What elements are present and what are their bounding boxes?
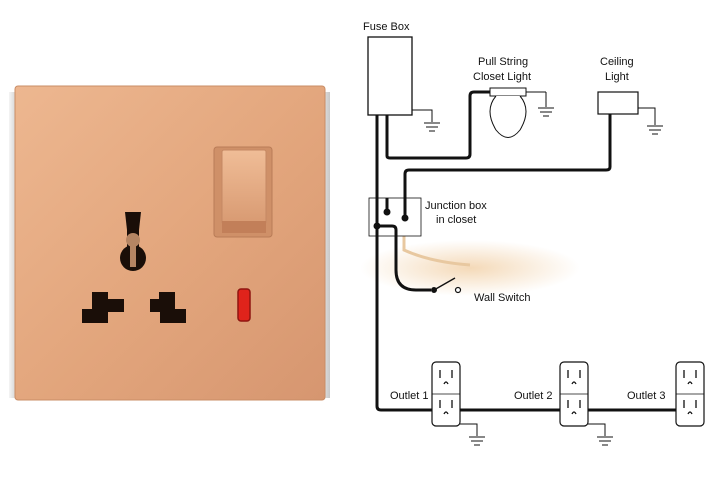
highlight-wire (402, 228, 471, 267)
socket-plate (14, 85, 326, 401)
socket-earth-slot (120, 212, 146, 271)
label-pull-string-1: Pull String (478, 56, 528, 68)
label-junction-2: in closet (436, 214, 476, 226)
socket-right-hole (150, 292, 186, 323)
diagram-labels: Fuse Box Pull String Closet Light Ceilin… (363, 21, 666, 402)
wire-to-pull-light (385, 90, 492, 160)
label-outlet-3: Outlet 3 (627, 390, 666, 402)
label-wall-switch: Wall Switch (474, 292, 530, 304)
label-ceiling-2: Light (605, 71, 629, 83)
fuse-ground-symbol (412, 109, 440, 132)
outlet-2 (559, 361, 613, 446)
wire-to-ceiling-light (403, 114, 612, 218)
socket-left-hole (82, 292, 124, 323)
ceiling-light (597, 91, 639, 115)
label-junction-1: Junction box (425, 200, 487, 212)
label-outlet-2: Outlet 2 (514, 390, 553, 402)
wire-highlight (360, 240, 580, 296)
rocker-switch[interactable] (213, 146, 273, 238)
outlet-3 (675, 361, 705, 427)
wire-main-trunk (375, 115, 692, 412)
label-ceiling-1: Ceiling (600, 56, 634, 68)
wall-switch-symbol (431, 277, 462, 294)
outlet-1 (431, 361, 485, 446)
socket-plate-side-left (9, 92, 19, 398)
wall-socket-photo (9, 85, 330, 401)
fuse-box (367, 36, 413, 116)
ceiling-ground-symbol (638, 107, 663, 135)
wiring-diagram (360, 36, 705, 446)
label-fuse-box: Fuse Box (363, 21, 410, 33)
label-pull-string-2: Closet Light (473, 71, 531, 83)
label-outlet-1: Outlet 1 (390, 390, 429, 402)
indicator-light (237, 288, 251, 322)
pull-string-light (489, 87, 554, 138)
